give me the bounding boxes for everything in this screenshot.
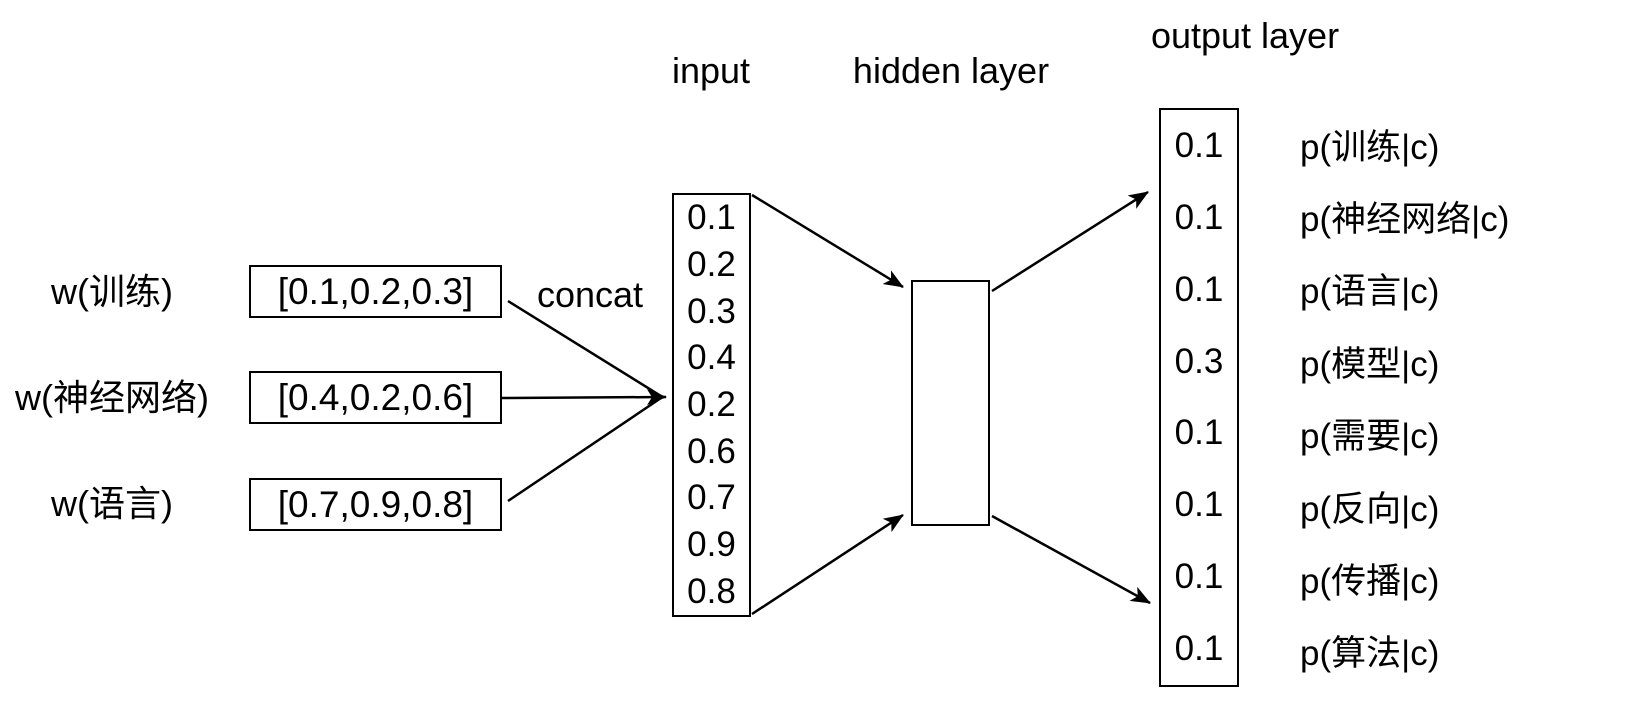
word-vector-text-1: [0.1,0.2,0.3] <box>277 270 474 312</box>
concat-line-bottom <box>507 396 662 503</box>
output-value-3: 0.1 <box>1174 269 1224 309</box>
word-vector-text-3: [0.7,0.9,0.8] <box>277 483 474 525</box>
output-value-1: 0.1 <box>1174 125 1224 165</box>
output-prob-label-7: p(传播|c) <box>1300 561 1440 601</box>
output-value-6: 0.1 <box>1174 485 1224 525</box>
output-prob-label-8: p(算法|c) <box>1300 634 1440 674</box>
output-prob-label-5: p(需要|c) <box>1300 417 1440 457</box>
input-value-1: 0.1 <box>687 198 736 238</box>
hidden-layer-box <box>911 280 990 526</box>
output-value-4: 0.3 <box>1174 341 1224 381</box>
concat-label: concat <box>536 274 644 315</box>
word-vector-box-3: [0.7,0.9,0.8] <box>249 478 502 531</box>
hidden-to-output-arrow-top <box>991 190 1149 293</box>
hidden-to-output-arrow-bottom <box>991 514 1151 605</box>
input-value-6: 0.6 <box>687 431 736 471</box>
word-vector-text-2: [0.4,0.2,0.6] <box>277 376 474 418</box>
output-value-5: 0.1 <box>1174 413 1224 453</box>
input-to-hidden-arrow-bottom <box>751 513 904 616</box>
input-value-3: 0.3 <box>687 291 736 331</box>
word-label-1: w(训练) <box>51 271 173 312</box>
output-prob-label-3: p(语言|c) <box>1300 272 1440 312</box>
hidden-layer-label: hidden layer <box>852 50 1050 91</box>
word-vector-box-1: [0.1,0.2,0.3] <box>249 265 502 318</box>
output-layer-label: output layer <box>1150 15 1340 56</box>
input-value-4: 0.4 <box>687 338 736 378</box>
output-prob-labels: p(训练|c) p(神经网络|c) p(语言|c) p(模型|c) p(需要|c… <box>1300 108 1600 687</box>
output-value-8: 0.1 <box>1174 629 1224 669</box>
output-prob-label-6: p(反向|c) <box>1300 489 1440 529</box>
input-layer-box: 0.1 0.2 0.3 0.4 0.2 0.6 0.7 0.9 0.8 <box>672 193 751 617</box>
input-layer-label: input <box>671 50 751 91</box>
input-value-5: 0.2 <box>687 385 736 425</box>
output-value-2: 0.1 <box>1174 197 1224 237</box>
input-value-7: 0.7 <box>687 478 736 518</box>
word-vector-box-2: [0.4,0.2,0.6] <box>249 371 502 424</box>
input-value-2: 0.2 <box>687 245 736 284</box>
output-value-7: 0.1 <box>1174 557 1224 597</box>
output-prob-label-1: p(训练|c) <box>1300 127 1440 167</box>
input-to-hidden-arrow-top <box>751 193 904 289</box>
input-value-9: 0.8 <box>687 571 736 611</box>
output-prob-label-4: p(模型|c) <box>1300 344 1440 384</box>
concat-arrow <box>501 389 667 406</box>
output-layer-box: 0.1 0.1 0.1 0.3 0.1 0.1 0.1 0.1 <box>1159 108 1239 687</box>
word-label-3: w(语言) <box>51 483 173 524</box>
word-label-2: w(神经网络) <box>15 377 209 418</box>
output-prob-label-2: p(神经网络|c) <box>1300 200 1510 240</box>
input-value-8: 0.9 <box>687 525 736 565</box>
